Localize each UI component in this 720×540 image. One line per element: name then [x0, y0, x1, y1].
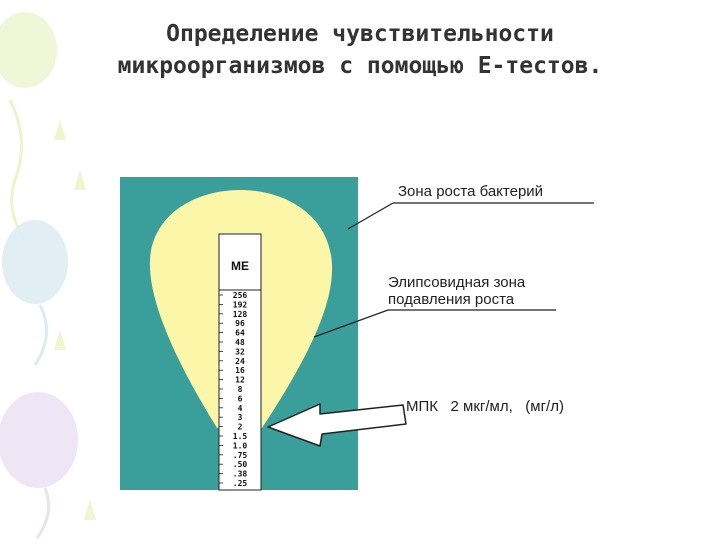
scale-tick-label: 6	[238, 394, 243, 403]
scale-tick-label: 16	[235, 366, 245, 375]
scale-tick-label: 24	[235, 357, 245, 366]
scale-tick-label: 1.0	[233, 441, 248, 450]
scale-tick-label: 4	[238, 404, 243, 413]
scale-tick-label: 2	[238, 423, 243, 432]
scale-tick-label: 64	[235, 329, 245, 338]
scale-tick-label: .38	[233, 470, 248, 479]
scale-tick-label: 1.5	[233, 432, 248, 441]
scale-tick-label: 3	[238, 413, 243, 422]
scale-tick-label: 32	[235, 347, 245, 356]
balloon-icon	[0, 12, 57, 241]
etest-strip: МЕ 25619212896644832241612864321.51.0.75…	[218, 233, 262, 491]
scale-tick-label: 256	[233, 291, 248, 300]
mic-label: МПК 2 мкг/мл, (мг/л)	[406, 398, 564, 415]
growth-zone-pointer	[347, 202, 394, 230]
mic-arrow-icon	[267, 403, 407, 447]
scale-tick-label: 12	[235, 376, 245, 385]
scale-tick-label: 192	[233, 300, 248, 309]
scale-tick-label: 96	[235, 319, 245, 328]
scale-tick-label: 128	[233, 310, 248, 319]
scale-tick-label: .25	[233, 479, 248, 488]
strip-scale: 25619212896644832241612864321.51.0.75.50…	[219, 291, 247, 488]
scale-tick-label: 8	[238, 385, 243, 394]
growth-zone-label: Зона роста бактерий	[398, 183, 544, 200]
title-line-1: Определение чувствительности	[166, 21, 554, 47]
balloon-icon	[0, 392, 78, 539]
scale-tick-label: 48	[235, 338, 245, 347]
title-line-2: микроорганизмов с помощью Е-тестов.	[117, 53, 603, 79]
inhibition-zone-pointer	[313, 309, 389, 338]
strip-header: МЕ	[231, 259, 249, 273]
inhibition-zone-label-line-2: подавления роста	[388, 291, 515, 308]
inhibition-zone-label-line-1: Элипсовидная зона	[388, 274, 526, 291]
page-title: Определение чувствительности микрооргани…	[0, 18, 720, 82]
scale-tick-label: .50	[233, 460, 248, 469]
scale-tick-label: .75	[233, 451, 248, 460]
balloon-icon	[2, 220, 68, 366]
